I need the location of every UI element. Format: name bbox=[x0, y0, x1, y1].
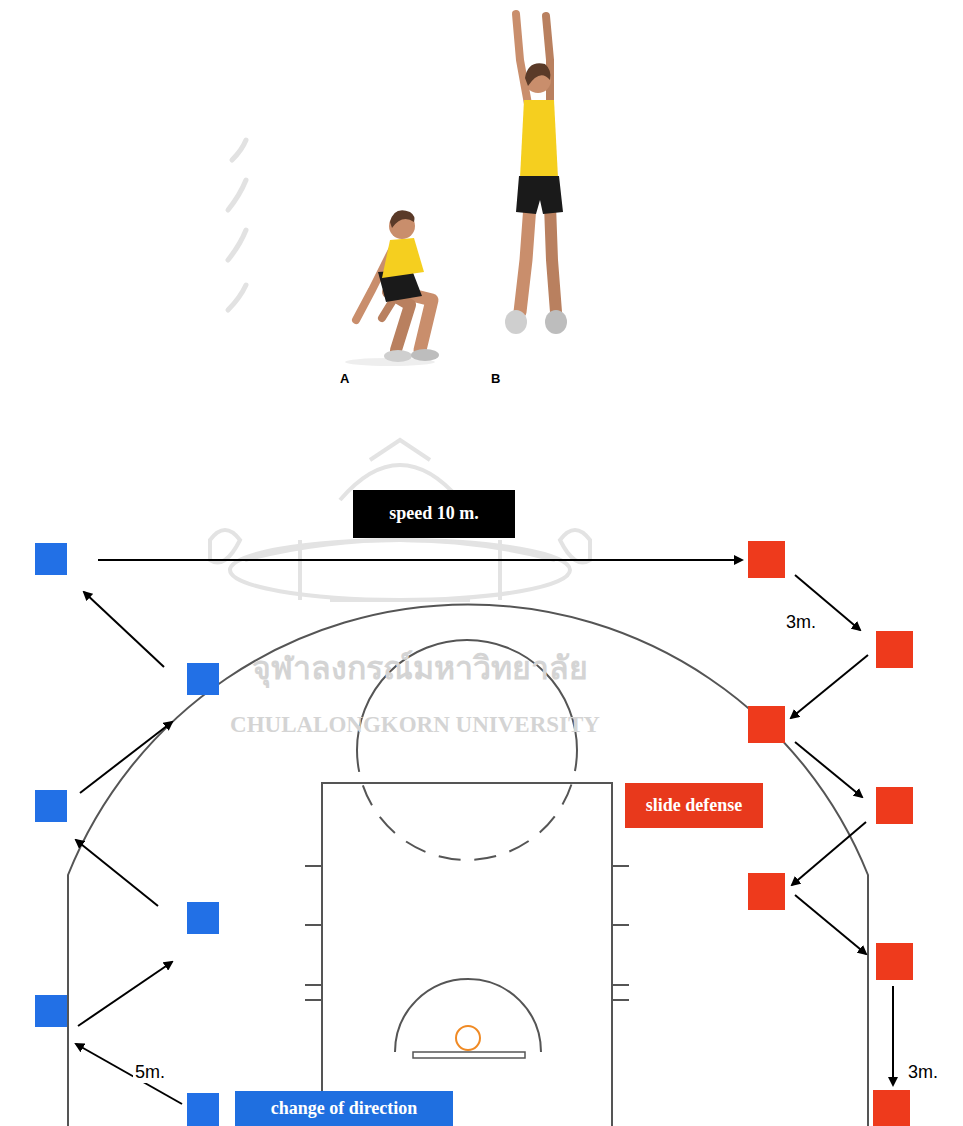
squat-figure bbox=[345, 210, 439, 366]
box-text: change of direction bbox=[271, 1099, 418, 1119]
direction-box: change of direction bbox=[235, 1091, 453, 1126]
slide-defense-box: slide defense bbox=[625, 783, 763, 828]
box-text: speed 10 m. bbox=[389, 504, 479, 524]
rim bbox=[456, 1026, 480, 1050]
speed-box: speed 10 m. bbox=[353, 490, 515, 538]
drill-arrows bbox=[76, 560, 893, 1104]
figure-letter: A bbox=[340, 372, 349, 387]
jump-figure bbox=[505, 14, 567, 334]
basketball-court bbox=[68, 605, 868, 1126]
motion-marks bbox=[228, 140, 246, 310]
dimension-label: 3m. bbox=[906, 1062, 940, 1083]
dimension-label: 3m. bbox=[784, 612, 818, 633]
red-markers bbox=[748, 541, 913, 1126]
figure-letter: B bbox=[491, 372, 500, 387]
dimension-label: 5m. bbox=[133, 1062, 167, 1083]
blue-markers bbox=[35, 543, 219, 1126]
watermark-text: CHULALONGKORN UNIVERSITY bbox=[230, 712, 600, 738]
watermark-text: จุฬาลงกรณ์มหาวิทยาลัย bbox=[252, 650, 588, 687]
watermark-emblem bbox=[210, 440, 590, 600]
box-text: slide defense bbox=[646, 796, 743, 816]
